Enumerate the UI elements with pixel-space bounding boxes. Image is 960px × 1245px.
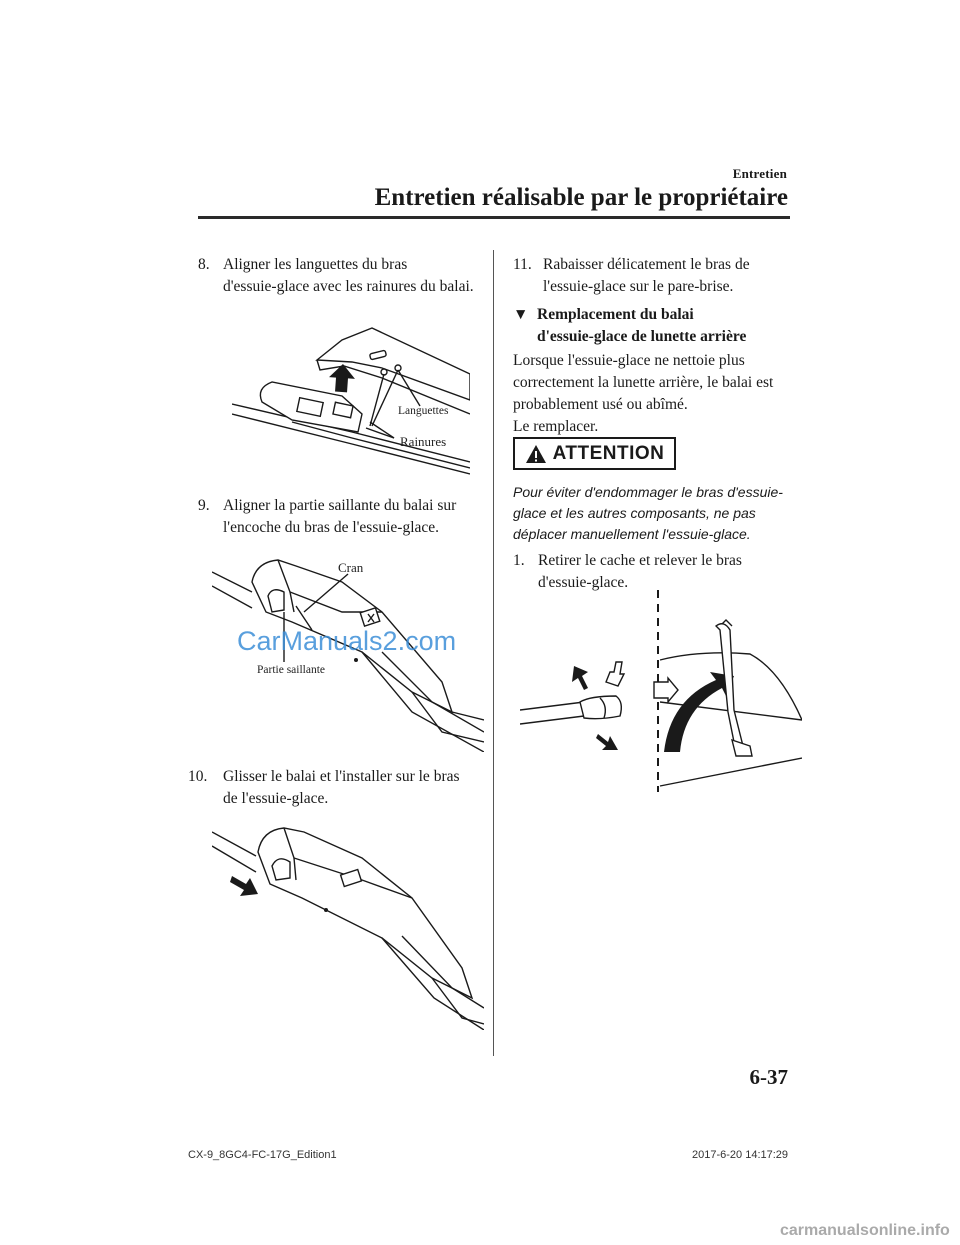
- intro-paragraph: Lorsque l'essuie-glace ne nettoie plus c…: [513, 350, 791, 438]
- subsection-heading-line2: d'essuie-glace de lunette arrière: [537, 328, 747, 345]
- step-text: Aligner les languettes du bras d'essuie-…: [223, 254, 478, 298]
- step-text-rest: d'essuie-glace.: [538, 574, 629, 591]
- step-text: Glisser le balai et l'installer sur le b…: [223, 766, 483, 810]
- page-title: Entretien réalisable par le propriétaire: [374, 184, 788, 211]
- step-text: Rabaisser délicatement le bras de l'essu…: [543, 254, 788, 298]
- step-text-rest: de l'essuie-glace.: [223, 790, 329, 807]
- step-text-rest: l'essuie-glace sur le pare-brise.: [543, 278, 734, 295]
- step-text-line1: Retirer le cache et relever le bras: [538, 552, 742, 569]
- footer-timestamp: 2017-6-20 14:17:29: [692, 1149, 789, 1161]
- figure-rear-wiper-arm: [520, 590, 802, 792]
- step-number: 1.: [513, 552, 525, 569]
- warning-triangle-icon: [525, 444, 546, 463]
- step-number: 8.: [198, 256, 210, 273]
- step-text-line1: Aligner la partie saillante du balai sur: [223, 497, 457, 514]
- page-number: 6-37: [749, 1065, 789, 1089]
- attention-text: Pour éviter d'endommager le bras d'essui…: [513, 484, 783, 542]
- step-number: 9.: [198, 497, 210, 514]
- subsection-heading: ▼ Remplacement du balai d'essuie-glace d…: [513, 304, 788, 348]
- callout-protrusion: Partie saillante: [257, 664, 326, 676]
- column-divider: [493, 250, 494, 1056]
- intro-text: Lorsque l'essuie-glace ne nettoie plus c…: [513, 352, 774, 413]
- step-number: 11.: [513, 256, 532, 273]
- header-rule: [198, 216, 790, 219]
- section-label: Entretien: [732, 166, 787, 181]
- attention-label: ATTENTION: [552, 442, 665, 464]
- step-number: 10.: [188, 768, 208, 785]
- callout-grooves: Rainures: [400, 434, 447, 449]
- step-1: 1. Retirer le cache et relever le bras d…: [513, 550, 788, 594]
- intro-text-2: Le remplacer.: [513, 418, 599, 435]
- step-text-rest: d'essuie-glace avec les rainures du bala…: [223, 278, 474, 295]
- callout-notch: Cran: [338, 560, 364, 575]
- footer-doc-id: CX-9_8GC4-FC-17G_Edition1: [188, 1149, 337, 1161]
- triangle-marker-icon: ▼: [513, 306, 529, 323]
- figure-align-notch: [212, 559, 484, 752]
- step-text: Retirer le cache et relever le bras d'es…: [538, 550, 788, 594]
- step-text: Aligner la partie saillante du balai sur…: [223, 495, 483, 539]
- watermark-carmanuals2: CarManuals2.com: [237, 626, 457, 656]
- step-text-line1: Glisser le balai et l'installer sur le b…: [223, 768, 460, 785]
- subsection-heading-line1: Remplacement du balai: [537, 306, 694, 323]
- step-8: 8. Aligner les languettes du bras d'essu…: [198, 254, 478, 298]
- step-text-line1: Aligner les languettes du bras: [223, 256, 408, 273]
- figure-align-tabs: [232, 327, 470, 475]
- callout-tabs: Languettes: [398, 405, 449, 417]
- watermark-carmanualsonline: carmanualsonline.info: [780, 1222, 950, 1239]
- step-text-line1: Rabaisser délicatement le bras de: [543, 256, 750, 273]
- step-11: 11. Rabaisser délicatement le bras de l'…: [513, 254, 788, 298]
- step-9: 9. Aligner la partie saillante du balai …: [198, 495, 483, 539]
- step-text-rest: l'encoche du bras de l'essuie-glace.: [223, 519, 440, 536]
- figure-slide-blade: [212, 827, 484, 1030]
- step-10: 10. Glisser le balai et l'installer sur …: [188, 766, 483, 810]
- attention-box: ATTENTION: [513, 437, 676, 470]
